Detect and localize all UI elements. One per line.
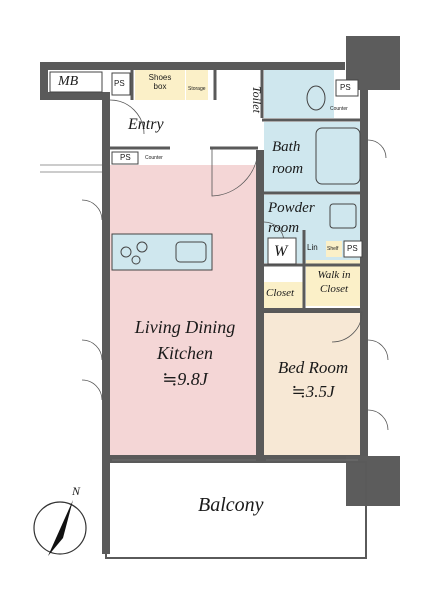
shelf-fill [326,241,342,257]
ps-box-wic [343,240,363,258]
powder-room-label: Powder room [268,198,315,238]
walk-in-closet-fill [306,260,362,306]
ldk-line1: Living Dining [134,317,236,337]
walk-in-closet-label: Walk in Closet [306,268,362,296]
stove-burner [120,246,132,258]
counter-label-hall: Counter [145,155,163,161]
mb-label: MB [58,74,79,89]
toilet-label: Toilet [250,86,264,113]
compass-ring [33,501,87,555]
shoes-box-line1: Shoes [148,73,172,82]
column-bottom-right [346,456,400,506]
compass-north-label: N [72,484,81,498]
door-swings [81,99,389,431]
wash-basin [329,203,357,229]
w-label: W [274,243,288,260]
balcony-outline [105,461,367,559]
shoes-box-fill [135,70,185,100]
shoes-box-label: Shoes box [140,73,180,91]
ps-label-top: PS [114,79,125,88]
walk-in-closet-line2: Closet [319,283,349,295]
bath-room-label: Bath room [272,136,303,180]
sink [175,241,207,263]
stove-burner [131,255,141,265]
interior-walls [110,70,364,308]
ps-box-hall [111,151,139,165]
mb-box [49,71,103,93]
stove-burner [136,241,148,253]
w-box [267,237,297,265]
ps-label-hall: PS [120,153,131,162]
kitchen-counter [111,233,213,271]
ps-label-wic: PS [347,244,358,253]
walk-in-closet-line1: Walk in [317,269,351,281]
counter-label-toilet: Counter [330,106,348,112]
bathtub [315,127,361,185]
balcony-floor [110,462,364,558]
ps-box-top [111,72,131,96]
powder-room-line1: Powder [268,200,315,216]
bath-room-line2: room [272,161,304,177]
windows [40,164,358,461]
bed-room-label: Bed Room ≒3.5J [264,356,362,404]
shelf-label: Shelf [327,246,339,252]
ldk-label: Living Dining Kitchen ≒9.8J [110,314,260,392]
shoes-box-line2: box [153,82,167,91]
balcony-label: Balcony [198,494,264,516]
entry-label: Entry [128,116,164,133]
ldk-line2: Kitchen [157,343,213,363]
storage-fill [186,70,208,100]
toilet-floor [264,68,334,118]
ps-box-toilet [335,79,359,97]
bath-floor [264,122,364,192]
ps-label-toilet: PS [340,83,351,92]
ldk-floor [110,165,260,455]
closet-fill [264,282,304,308]
compass-needle [48,500,73,556]
storage-label: Storage [188,86,206,92]
ldk-area: ≒9.8J [162,369,208,389]
bed-room-line1: Bed Room [277,358,349,377]
bedroom-floor [264,312,362,455]
compass [33,500,87,556]
closet-label: Closet [266,287,295,299]
bed-room-area: ≒3.5J [291,382,335,401]
toilet-fixture [306,85,326,111]
bath-room-line1: Bath [272,139,301,155]
lin-label: Lin [307,243,318,252]
powder-room-line2: room [268,220,300,236]
